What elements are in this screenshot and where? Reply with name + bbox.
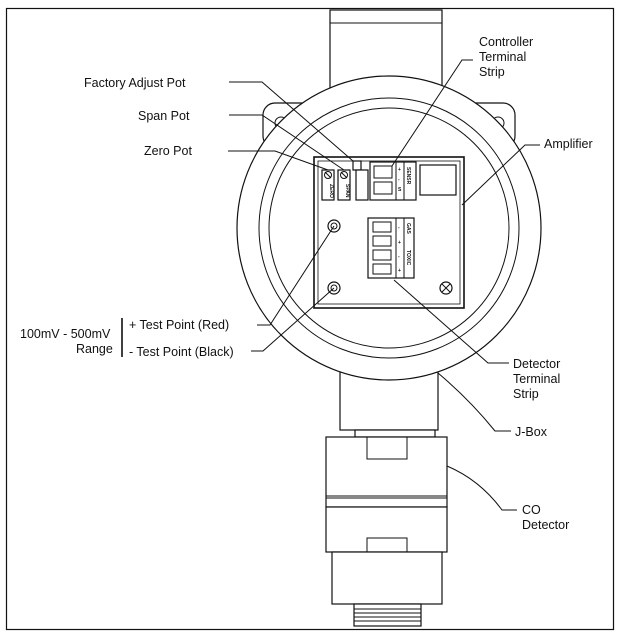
label-test-point-red: + Test Point (Red) <box>129 318 229 332</box>
amplifier-module <box>419 164 457 196</box>
label-controller-line-1: Controller <box>479 35 533 49</box>
detector-terminal-strip: - + - + GAS TOXIC <box>367 217 415 279</box>
label-j-box: J-Box <box>515 425 548 439</box>
label-controller-line-3: Strip <box>479 65 505 79</box>
svg-text:-: - <box>398 225 400 231</box>
label-span-pot: Span Pot <box>138 109 190 123</box>
label-range-value: 100mV - 500mV <box>20 327 111 341</box>
svg-text:+: + <box>398 240 401 246</box>
controller-terminal-strip: + - S SENSR <box>369 161 417 201</box>
svg-text:-: - <box>398 177 400 183</box>
svg-text:ZERO: ZERO <box>328 184 334 198</box>
label-detector-line-3: Strip <box>513 387 539 401</box>
label-amplifier: Amplifier <box>544 137 593 151</box>
svg-text:TOXIC: TOXIC <box>405 250 411 266</box>
board-screw <box>439 281 453 295</box>
svg-text:S: S <box>398 187 402 193</box>
label-range-word: Range <box>76 342 113 356</box>
label-co-line-1: CO <box>522 503 541 517</box>
label-zero-pot: Zero Pot <box>144 144 192 158</box>
label-detector-line-2: Terminal <box>513 372 560 386</box>
factory-adjust-pot <box>352 160 369 201</box>
zero-pot: ZERO <box>321 169 335 201</box>
label-detector-line-1: Detector <box>513 357 560 371</box>
page-frame <box>5 7 615 631</box>
svg-text:-: - <box>398 254 400 260</box>
span-pot: SPAN <box>337 169 351 201</box>
co-detector-body <box>325 429 448 627</box>
label-co-line-2: Detector <box>522 518 569 532</box>
svg-text:+: + <box>398 167 401 173</box>
svg-text:SENSR: SENSR <box>405 167 411 185</box>
leader-lines <box>228 59 540 511</box>
svg-text:GAS: GAS <box>405 223 411 235</box>
label-test-point-black: - Test Point (Black) <box>129 345 234 359</box>
label-factory-adjust-pot: Factory Adjust Pot <box>84 76 186 90</box>
svg-text:+: + <box>398 268 401 274</box>
label-controller-line-2: Terminal <box>479 50 526 64</box>
svg-text:SPAN: SPAN <box>344 184 350 198</box>
